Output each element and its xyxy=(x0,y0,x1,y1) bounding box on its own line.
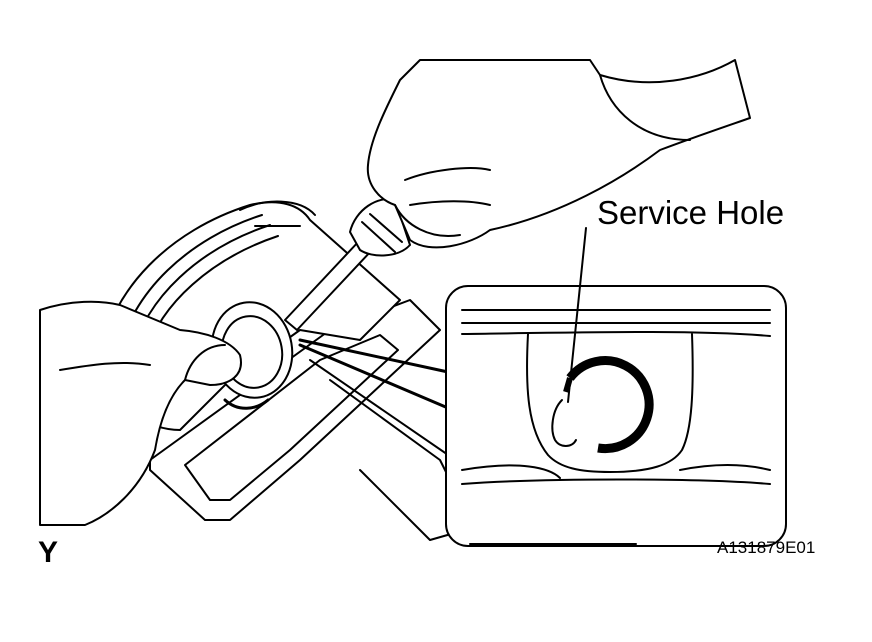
figure-code: A131879E01 xyxy=(717,538,816,557)
lower-hand xyxy=(39,300,242,526)
service-hole-pointer xyxy=(567,227,587,403)
callout-leader xyxy=(298,338,450,410)
detail-inset xyxy=(445,285,787,547)
screwdriver xyxy=(284,198,411,331)
service-hole-label: Service Hole xyxy=(597,194,785,231)
corner-mark: Y xyxy=(38,536,59,569)
upper-hand xyxy=(366,59,751,249)
